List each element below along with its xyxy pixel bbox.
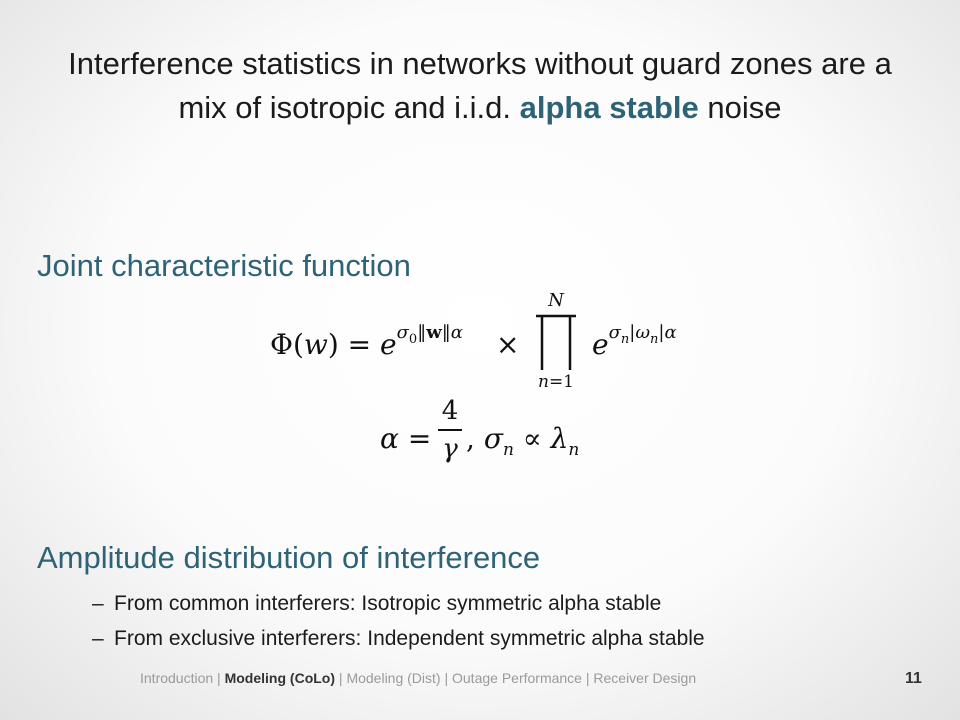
- footer-separator: |: [335, 670, 347, 686]
- dash-bullet-icon: –: [92, 627, 104, 650]
- footer-item[interactable]: Modeling (CoLo): [224, 670, 336, 686]
- footer-separator: |: [440, 670, 452, 686]
- title-accent: alpha stable: [519, 90, 699, 125]
- footer-item[interactable]: Outage Performance: [452, 670, 582, 686]
- product-operator: N n=1: [536, 290, 576, 392]
- dash-bullet-icon: –: [92, 592, 104, 615]
- footer-separator: |: [213, 670, 225, 686]
- footer-navigation: Introduction | Modeling (CoLo) | Modelin…: [140, 670, 696, 686]
- footer-separator: |: [581, 670, 594, 686]
- equation-joint-characteristic-function: Φ(w) = eσ0‖w‖α × N n=1 eσn|ωn|α: [270, 290, 710, 400]
- bullet-item: –From exclusive interferers: Independent…: [92, 627, 705, 650]
- section-heading-amplitude-distribution: Amplitude distribution of interference: [37, 540, 541, 575]
- page-number: 11: [905, 670, 922, 687]
- footer-item[interactable]: Introduction: [140, 670, 214, 686]
- bullet-item: –From common interferers: Isotropic symm…: [92, 592, 662, 615]
- section-heading-joint-cf: Joint characteristic function: [37, 248, 411, 283]
- slide-title: Interference statistics in networks with…: [68, 46, 892, 125]
- footer-item[interactable]: Receiver Design: [593, 670, 697, 686]
- footer-item[interactable]: Modeling (Dist): [346, 670, 441, 686]
